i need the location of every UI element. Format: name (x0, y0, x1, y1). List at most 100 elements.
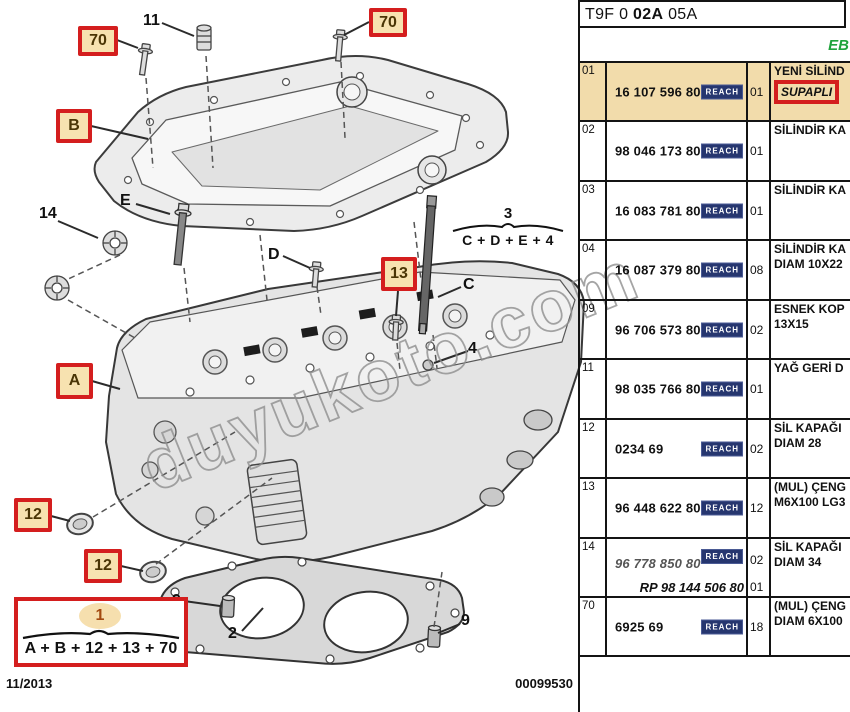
desc-line1: SİLİNDİR KA (774, 242, 846, 256)
part-cell: 96 778 850 80 REACH RP 98 144 506 80 (607, 539, 748, 596)
callout-d[interactable]: D (268, 246, 280, 263)
reach-badge[interactable]: REACH (700, 262, 743, 278)
desc-line2: M6X100 LG3 (774, 495, 846, 509)
part-cell: 16 083 781 80 REACH (607, 182, 748, 239)
qty-cell: 08 (748, 241, 771, 299)
qty: 02 (750, 553, 764, 567)
revision-date: 11/2013 (6, 676, 53, 691)
reach-badge[interactable]: REACH (700, 84, 743, 99)
row-ref: 14 (578, 539, 607, 596)
callout-b[interactable]: B (56, 109, 92, 143)
callout-c[interactable]: C (463, 276, 475, 293)
valve-cover-part (93, 55, 510, 232)
desc-line1: (MUL) ÇENG (774, 480, 846, 494)
table-row-01[interactable]: 01 16 107 596 80 REACH 01 YENİ SİLİND SU… (578, 63, 850, 122)
table-row-13[interactable]: 13 96 448 622 80 REACH 12 (MUL) ÇENG M6X… (578, 479, 850, 539)
desc-cell: SİLİNDİR KA (771, 182, 850, 239)
table-row-11[interactable]: 11 98 035 766 80 REACH 01 YAĞ GERİ D (578, 360, 850, 420)
part-number: 98 035 766 80 (615, 381, 701, 397)
table-row-09[interactable]: 09 96 706 573 80 REACH 02 ESNEK KOP 13X1… (578, 301, 850, 360)
callout-13[interactable]: 13 (381, 257, 417, 291)
qty-cell: 12 (748, 479, 771, 537)
dowel-9-right-icon (426, 624, 442, 648)
qty: 01 (750, 144, 764, 158)
reach-badge[interactable]: REACH (700, 619, 743, 634)
engine-code-row: EB (578, 28, 850, 63)
row-ref: 01 (578, 63, 607, 120)
qty-cell: 02 (748, 420, 771, 477)
desc-cell: SİL KAPAĞI DIAM 28 (771, 420, 850, 477)
reach-badge[interactable]: REACH (700, 549, 743, 564)
highlighted-desc: SUPAPLI (774, 80, 840, 104)
callout-9-right[interactable]: 9 (461, 612, 470, 629)
desc-cell: SİLİNDİR KA (771, 122, 850, 180)
desc-line2: 13X15 (774, 317, 809, 331)
callout-a[interactable]: A (56, 363, 93, 399)
seal-12-upper-icon (66, 512, 94, 536)
qty-secondary: 01 (750, 580, 764, 594)
desc-cell: SİLİNDİR KA DIAM 10X22 (771, 241, 850, 299)
kit-formula-expr: A + B + 12 + 13 + 70 (24, 640, 178, 657)
parts-table: T9F 0 02A 05A EB 01 16 107 596 80 REACH … (578, 0, 850, 712)
qty: 01 (750, 382, 764, 396)
qty-cell: 01 (748, 63, 771, 120)
qty-cell: 01 (748, 360, 771, 418)
table-row-70[interactable]: 70 6925 69 REACH 18 (MUL) ÇENG DIAM 6X10… (578, 598, 850, 657)
qty-cell: 01 (748, 182, 771, 239)
table-row-02[interactable]: 02 98 046 173 80 REACH 01 SİLİNDİR KA (578, 122, 850, 182)
callout-4[interactable]: 4 (468, 340, 477, 357)
table-row-14[interactable]: 14 96 778 850 80 REACH RP 98 144 506 80 … (578, 539, 850, 598)
document-number: 00099530 (515, 676, 573, 691)
code-suffix: 05A (668, 6, 698, 23)
bushing-11-icon (196, 24, 212, 51)
desc-line1: SİLİNDİR KA (774, 123, 846, 137)
row-ref: 04 (578, 241, 607, 299)
dowel-9-left-icon (220, 594, 236, 618)
part-cell: 96 706 573 80 REACH (607, 301, 748, 358)
reach-badge[interactable]: REACH (700, 322, 743, 337)
table-row-12[interactable]: 12 0234 69 REACH 02 SİL KAPAĞI DIAM 28 (578, 420, 850, 479)
desc-cell: (MUL) ÇENG DIAM 6X100 (771, 598, 850, 655)
row-ref: 09 (578, 301, 607, 358)
part-cell: 98 046 173 80 REACH (607, 122, 748, 180)
reach-badge[interactable]: REACH (700, 500, 743, 516)
desc-line1: SİLİNDİR KA (774, 183, 846, 197)
desc-cell: ESNEK KOP 13X15 (771, 301, 850, 358)
reach-badge[interactable]: REACH (700, 203, 743, 218)
desc-line2: DIAM 10X22 (774, 257, 843, 271)
head-gasket-part (148, 555, 466, 665)
stud-c-icon (417, 195, 438, 335)
callout-11[interactable]: 11 (143, 12, 160, 29)
desc-line2: DIAM 34 (774, 555, 822, 569)
callout-12-upper[interactable]: 12 (14, 498, 52, 532)
qty: 02 (750, 322, 764, 337)
reach-badge[interactable]: REACH (700, 441, 743, 456)
desc-line1: (MUL) ÇENG (774, 599, 846, 613)
callout-70-left[interactable]: 70 (78, 26, 118, 56)
part-cell: 16 107 596 80 REACH (607, 63, 748, 120)
callout-70-right[interactable]: 70 (369, 8, 407, 37)
part-number: 16 107 596 80 (615, 84, 701, 99)
seal-12-lower-icon (139, 560, 167, 584)
replacement-part-number: RP 98 144 506 80 (639, 580, 744, 595)
cylinder-head-part (105, 260, 585, 564)
qty: 01 (750, 203, 764, 218)
catalog-code-header: T9F 0 02A 05A (578, 0, 846, 28)
part-cell: 96 448 622 80 REACH (607, 479, 748, 537)
desc-line1: YENİ SİLİND (774, 64, 845, 78)
callout-e[interactable]: E (120, 192, 131, 209)
reach-badge[interactable]: REACH (700, 381, 743, 397)
desc-cell: YAĞ GERİ D (771, 360, 850, 418)
code-prefix: T9F 0 (585, 6, 629, 23)
table-row-03[interactable]: 03 16 083 781 80 REACH 01 SİLİNDİR KA (578, 182, 850, 241)
callout-14[interactable]: 14 (39, 205, 57, 222)
callout-2[interactable]: 2 (228, 625, 237, 642)
desc-line1: SİL KAPAĞI (774, 540, 842, 554)
reach-badge[interactable]: REACH (700, 143, 743, 159)
kit-formula-box[interactable]: 1 A + B + 12 + 13 + 70 (14, 597, 188, 667)
part-number: 16 087 379 80 (615, 262, 701, 278)
callout-12-lower[interactable]: 12 (84, 549, 122, 583)
table-row-04[interactable]: 04 16 087 379 80 REACH 08 SİLİNDİR KA DI… (578, 241, 850, 301)
part-cell: 0234 69 REACH (607, 420, 748, 477)
kit-ref-badge: 1 (79, 603, 121, 629)
